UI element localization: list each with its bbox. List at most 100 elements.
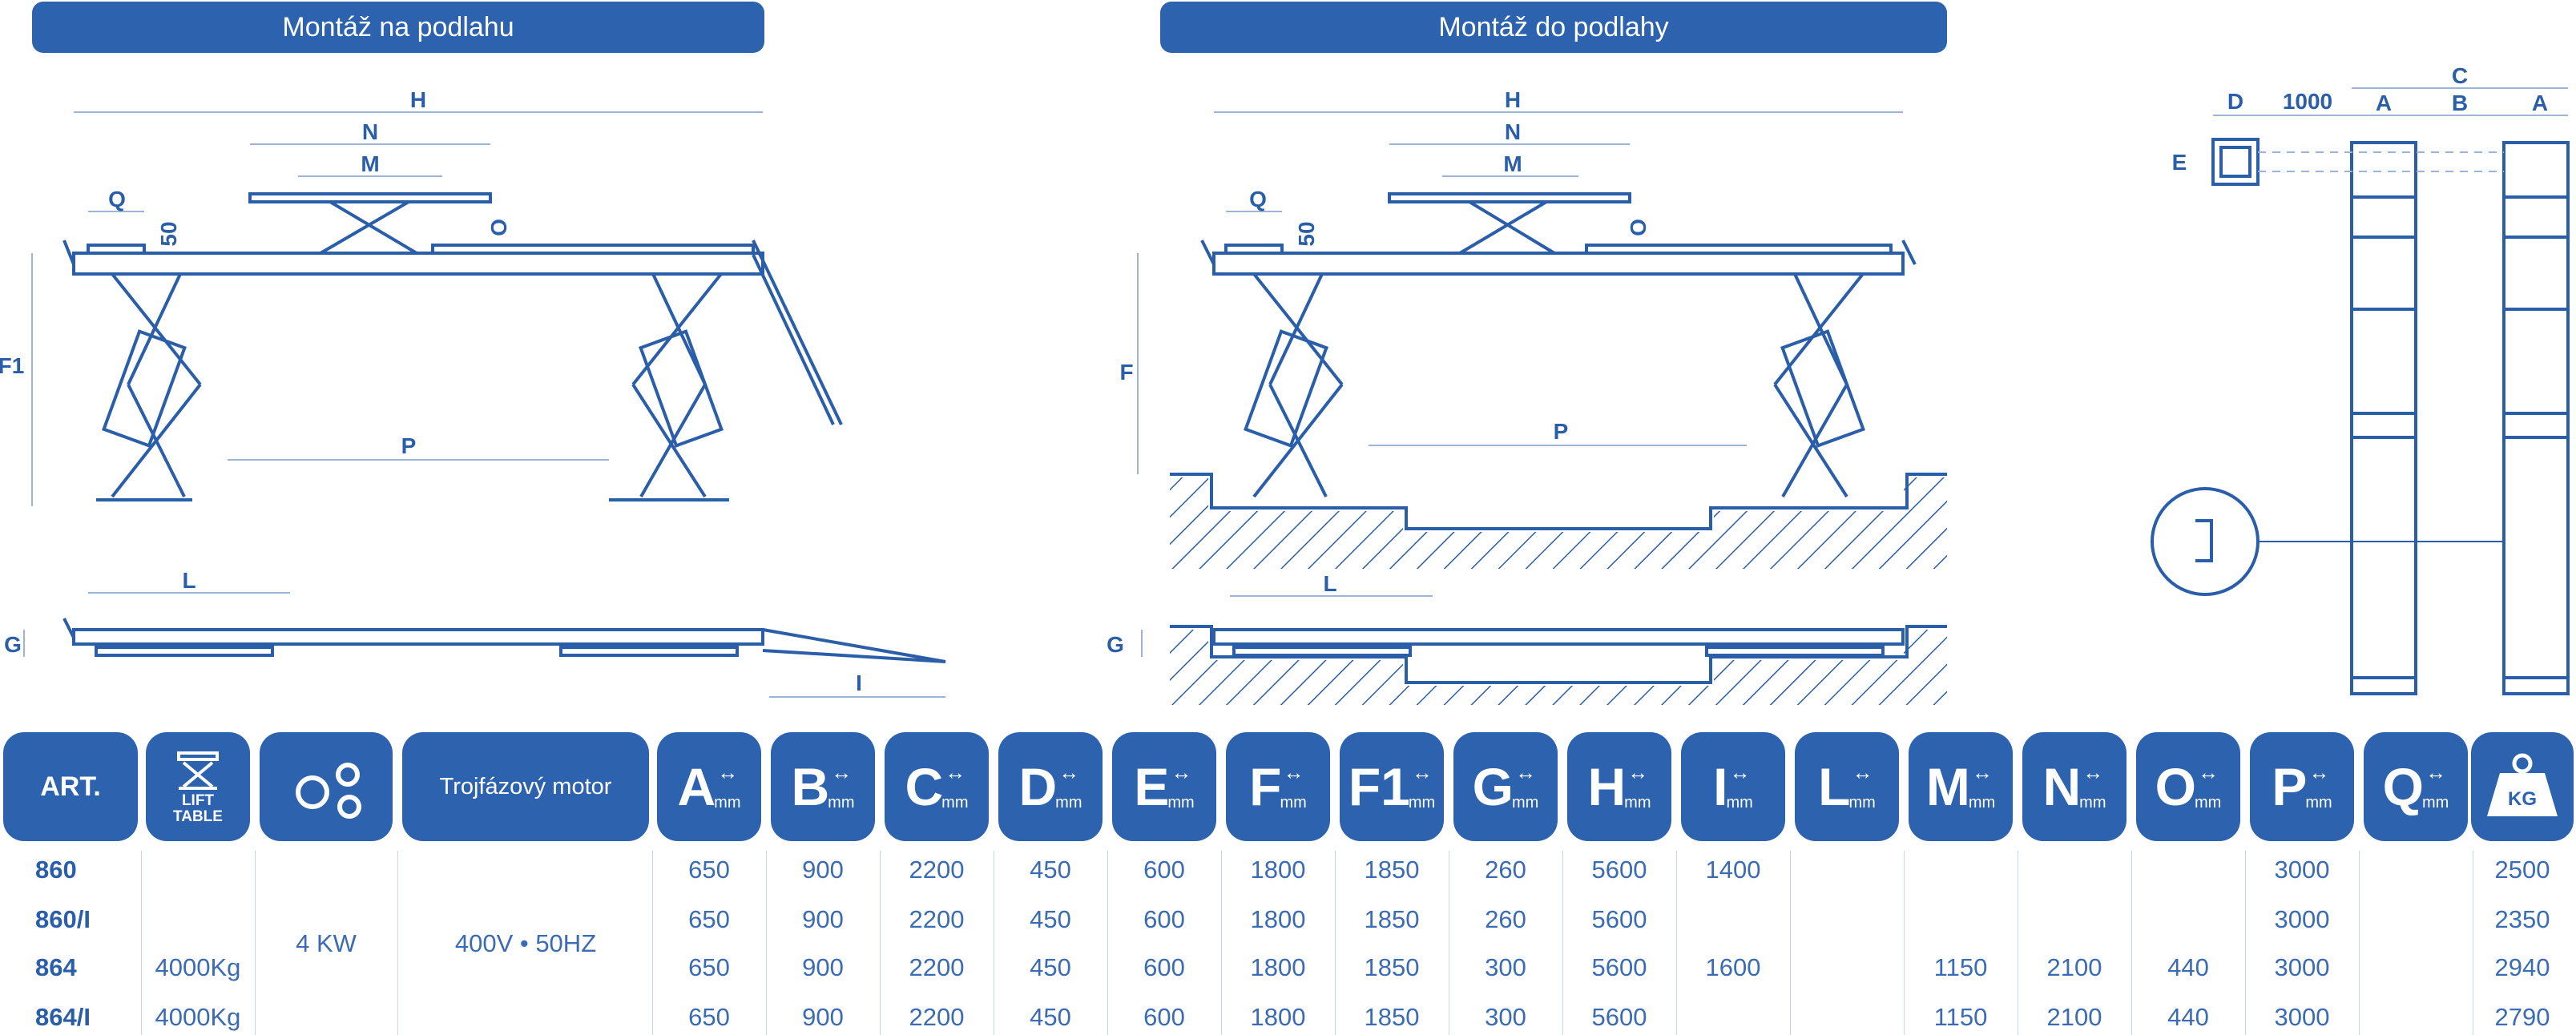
col-letter: F bbox=[1249, 757, 1282, 816]
top-plan-view bbox=[2151, 138, 2570, 695]
art-cell: 864/I bbox=[35, 1003, 91, 1031]
dim-l-floor: L bbox=[182, 568, 196, 593]
double-arrow-icon: ↔ bbox=[2082, 759, 2104, 784]
value-cell: 300 bbox=[1485, 1003, 1526, 1031]
dim-a-plan-right: A bbox=[2532, 91, 2548, 115]
value-cell: 1800 bbox=[1250, 856, 1306, 884]
header-col-f1: F1↔ mm bbox=[1340, 732, 1444, 841]
double-arrow-icon: ↔ bbox=[1627, 759, 1649, 784]
value-cell: 1150 bbox=[1933, 953, 1988, 981]
double-arrow-icon: ↔ bbox=[1411, 759, 1433, 784]
value-cell: 2200 bbox=[909, 856, 965, 884]
header-col-o: O↔mm bbox=[2136, 732, 2240, 841]
value-cell: 650 bbox=[688, 905, 730, 933]
dim-f1-floor: F1 bbox=[0, 353, 24, 378]
value-cell: 650 bbox=[688, 953, 730, 981]
column-separator bbox=[766, 851, 767, 1035]
column-separator bbox=[1790, 851, 1791, 1035]
header-col-h: H↔mm bbox=[1567, 732, 1671, 841]
capacity-cell-2: 4000Kg bbox=[155, 1003, 241, 1031]
dim-p-floor: P bbox=[401, 433, 417, 458]
unit-label: mm bbox=[1848, 793, 1876, 811]
value-cell: 450 bbox=[1030, 1003, 1071, 1031]
unit-label: mm bbox=[1280, 793, 1307, 811]
value-cell: 450 bbox=[1030, 905, 1071, 933]
value-cell: 1400 bbox=[1705, 856, 1761, 884]
value-cell: 1850 bbox=[1364, 1003, 1420, 1031]
unit-label: mm bbox=[941, 793, 969, 811]
header-lift-table: LIFT TABLE bbox=[146, 732, 250, 841]
value-cell: 650 bbox=[688, 856, 730, 884]
column-separator bbox=[2245, 851, 2246, 1035]
double-arrow-icon: ↔ bbox=[1058, 759, 1080, 784]
header-col-m: M↔mm bbox=[1909, 732, 2013, 841]
value-cell: 900 bbox=[802, 856, 844, 884]
col-letter: Q bbox=[2382, 757, 2424, 816]
title-inground-mount: Montáž do podlahy bbox=[1160, 2, 1947, 53]
header-col-n: N↔ mm bbox=[2022, 732, 2127, 841]
double-arrow-icon: ↔ bbox=[1283, 759, 1304, 784]
value-cell: 1850 bbox=[1364, 856, 1420, 884]
column-separator bbox=[652, 851, 653, 1035]
dim-d-plan: D bbox=[2227, 89, 2243, 114]
dim-q-floor: Q bbox=[108, 187, 126, 211]
dim-c-plan: C bbox=[2452, 63, 2468, 88]
value-cell: 600 bbox=[1143, 856, 1185, 884]
value-cell: 2200 bbox=[909, 1003, 965, 1031]
value-cell: 450 bbox=[1030, 953, 1071, 981]
value-cell: 600 bbox=[1143, 953, 1185, 981]
dim-i-floor: I bbox=[856, 671, 862, 695]
col-letter: N bbox=[2042, 757, 2082, 816]
double-arrow-icon: ↔ bbox=[2308, 759, 2330, 784]
header-power bbox=[260, 732, 393, 841]
header-motor: Trojfázový motor bbox=[402, 732, 649, 841]
value-cell: 2940 bbox=[2494, 953, 2550, 981]
col-letter: B bbox=[791, 757, 830, 816]
column-separator bbox=[2131, 851, 2132, 1035]
double-arrow-icon: ↔ bbox=[1852, 759, 1873, 784]
value-cell: 2200 bbox=[909, 905, 965, 933]
value-cell: 2350 bbox=[2494, 905, 2550, 933]
dim-m-inground: M bbox=[1503, 151, 1522, 176]
header-col-e: E↔mm bbox=[1112, 732, 1216, 841]
lift-table-icon bbox=[177, 751, 219, 791]
unit-label: mm bbox=[714, 793, 741, 811]
header-col-g: G↔ mm bbox=[1453, 732, 1558, 841]
double-arrow-icon: ↔ bbox=[1515, 759, 1536, 784]
weight-icon: KG bbox=[2487, 753, 2558, 816]
col-letter: G bbox=[1472, 757, 1514, 816]
value-cell: 2100 bbox=[2046, 1003, 2102, 1031]
double-arrow-icon: ↔ bbox=[1171, 759, 1192, 784]
value-cell: 1850 bbox=[1364, 953, 1420, 981]
ground-hatching bbox=[1170, 477, 1947, 705]
unit-label: mm bbox=[2079, 793, 2106, 811]
unit-label: mm bbox=[1408, 793, 1436, 811]
value-cell: 600 bbox=[1143, 1003, 1185, 1031]
dim-m-floor: M bbox=[361, 151, 379, 176]
value-cell: 2790 bbox=[2494, 1003, 2550, 1031]
double-arrow-icon: ↔ bbox=[2198, 759, 2219, 784]
dim-b-plan: B bbox=[2452, 91, 2468, 115]
value-cell: 260 bbox=[1485, 856, 1526, 884]
dim-a-plan-left: A bbox=[2376, 91, 2392, 115]
value-cell: 5600 bbox=[1591, 905, 1647, 933]
header-col-q: Q↔mm bbox=[2364, 732, 2468, 841]
header-col-d: D↔ mm bbox=[998, 732, 1103, 841]
dim-q-inground: Q bbox=[1249, 187, 1267, 211]
double-arrow-icon: ↔ bbox=[1729, 759, 1751, 784]
value-cell: 900 bbox=[802, 1003, 844, 1031]
dim-h-floor: H bbox=[410, 87, 426, 112]
unit-label: mm bbox=[1055, 793, 1082, 811]
title-floor-mount: Montáž na podlahu bbox=[32, 2, 764, 53]
dim-g-floor: G bbox=[4, 632, 22, 657]
column-separator bbox=[2359, 851, 2360, 1035]
value-cell: 440 bbox=[2167, 953, 2209, 981]
col-letter: I bbox=[1713, 757, 1728, 816]
dim-g-inground: G bbox=[1107, 632, 1124, 657]
value-cell: 1600 bbox=[1705, 953, 1761, 981]
column-separator bbox=[1221, 851, 1222, 1035]
value-cell: 5600 bbox=[1591, 856, 1647, 884]
col-letter: D bbox=[1018, 757, 1058, 816]
col-letter: F1 bbox=[1348, 757, 1410, 816]
unit-label: mm bbox=[1512, 793, 1539, 811]
